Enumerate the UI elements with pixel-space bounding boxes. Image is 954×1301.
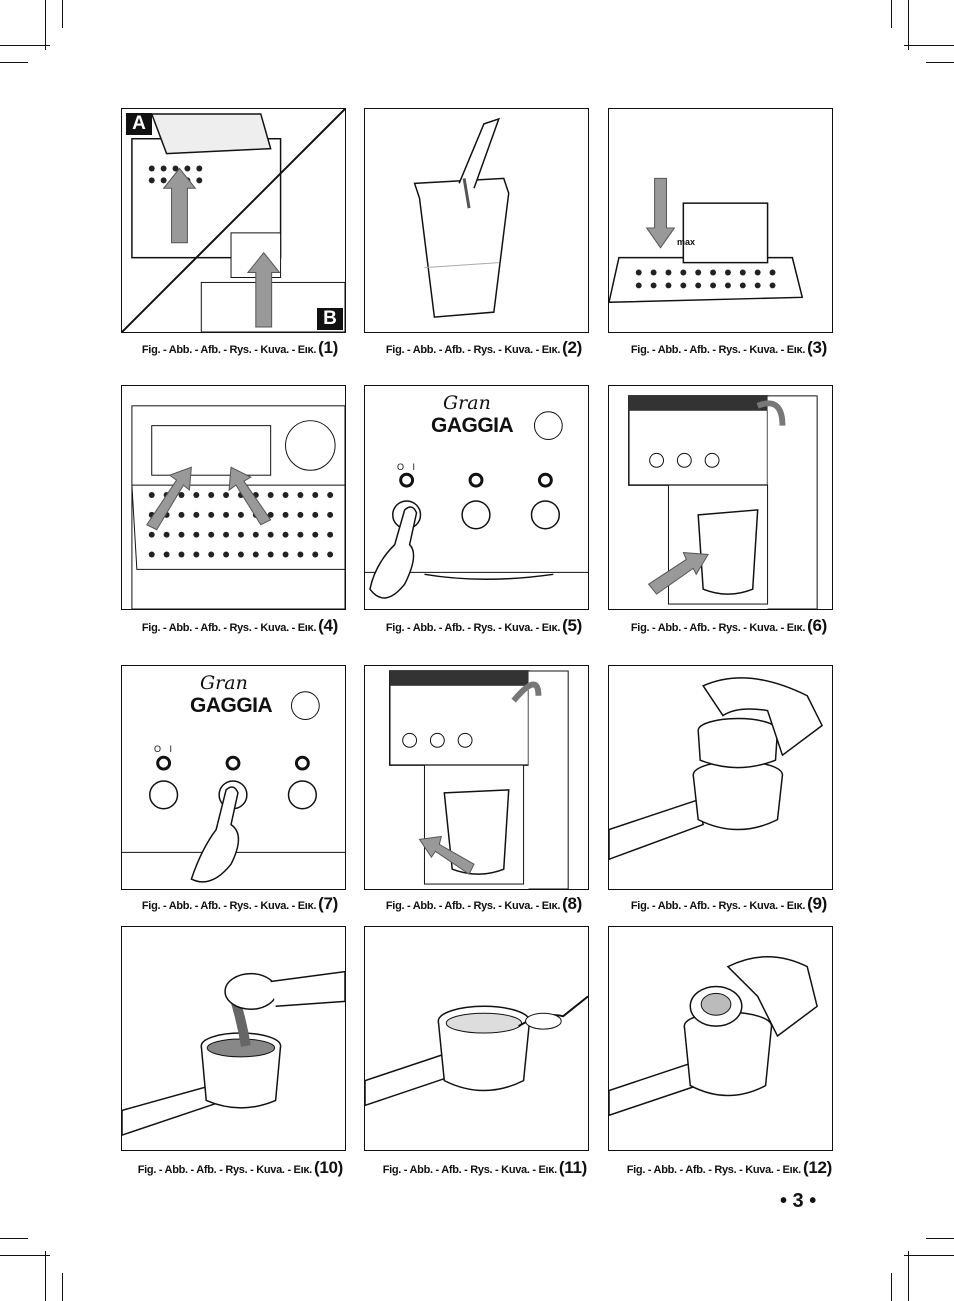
figure-1: A B	[121, 108, 346, 333]
figure-caption: Fig. - Abb. - Afb. - Rys. - Kuva. - Εικ.…	[385, 616, 582, 635]
figure-caption: Fig. - Abb. - Afb. - Rys. - Kuva. - Εικ.…	[137, 1158, 344, 1177]
page-number: • 3 •	[780, 1190, 817, 1212]
max-label: max	[677, 237, 696, 247]
figure-caption: Fig. - Abb. - Afb. - Rys. - Kuva. - Εικ.…	[385, 894, 582, 913]
figure-caption: Fig. - Abb. - Afb. - Rys. - Kuva. - Εικ.…	[630, 616, 827, 635]
figure-caption: Fig. - Abb. - Afb. - Rys. - Kuva. - Εικ.…	[385, 338, 582, 357]
brand-script: Gran	[200, 672, 248, 694]
figure-9	[608, 665, 833, 890]
figure-12	[608, 926, 833, 1151]
figure-6	[608, 385, 833, 610]
figure-3: max	[608, 108, 833, 333]
power-switch-label: O I	[154, 744, 176, 754]
figure-caption: Fig. - Abb. - Afb. - Rys. - Kuva. - Εικ.…	[626, 1158, 833, 1177]
brand-logo: GAGGIA	[431, 414, 514, 437]
brand-script: Gran	[443, 392, 491, 414]
figure-5: Gran GAGGIA O I	[364, 385, 589, 610]
figure-caption: Fig. - Abb. - Afb. - Rys. - Kuva. - Εικ.…	[630, 894, 827, 913]
figure-caption: Fig. - Abb. - Afb. - Rys. - Kuva. - Εικ.…	[630, 338, 827, 357]
brand-logo: GAGGIA	[190, 694, 273, 717]
figure-8	[364, 665, 589, 890]
label-a: A	[126, 113, 152, 135]
figure-2	[364, 108, 589, 333]
figure-10	[121, 926, 346, 1151]
figure-caption: Fig. - Abb. - Afb. - Rys. - Kuva. - Εικ.…	[141, 894, 338, 913]
figure-caption: Fig. - Abb. - Afb. - Rys. - Kuva. - Εικ.…	[382, 1158, 588, 1177]
figure-11	[364, 926, 589, 1151]
figure-caption: Fig. - Abb. - Afb. - Rys. - Kuva. - Εικ.…	[141, 616, 338, 635]
figure-caption: Fig. - Abb. - Afb. - Rys. - Kuva. - Εικ.…	[141, 338, 338, 357]
label-b: B	[317, 308, 343, 330]
figure-4	[121, 385, 346, 610]
power-switch-label: O I	[397, 462, 419, 472]
figure-7: Gran GAGGIA O I	[121, 665, 346, 890]
